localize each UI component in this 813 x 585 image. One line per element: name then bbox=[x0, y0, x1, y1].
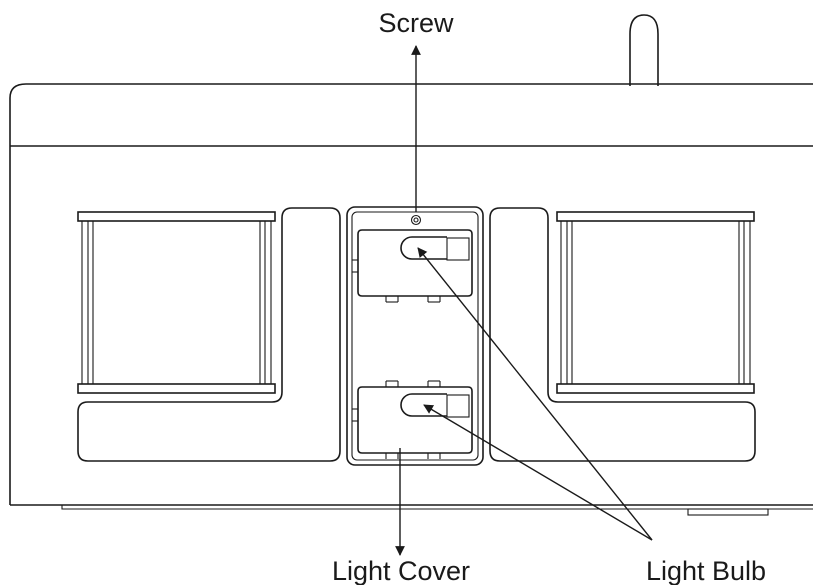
housing-base-rail bbox=[61, 505, 813, 510]
right-window bbox=[556, 211, 755, 394]
left-panel bbox=[77, 207, 341, 462]
lower-light-bulb bbox=[400, 393, 447, 417]
screw-label: Screw bbox=[378, 8, 454, 38]
left-window bbox=[77, 211, 276, 394]
upper-bulb-socket bbox=[352, 229, 473, 303]
right-panel bbox=[489, 207, 756, 462]
antenna-post bbox=[629, 14, 659, 86]
light-bulb-label: Light Bulb bbox=[646, 556, 766, 585]
light-cover-inner bbox=[351, 211, 479, 461]
upper-light-bulb bbox=[400, 236, 447, 260]
lower-bulb-socket bbox=[352, 380, 473, 459]
housing-body bbox=[9, 83, 813, 505]
screw-icon bbox=[410, 214, 422, 226]
upper-bulb-callout-arrow bbox=[417, 247, 653, 541]
lower-bulb-callout-arrow bbox=[423, 404, 653, 541]
housing-foot bbox=[687, 508, 769, 516]
light-cover-label: Light Cover bbox=[332, 556, 470, 585]
light-cover bbox=[346, 206, 484, 466]
